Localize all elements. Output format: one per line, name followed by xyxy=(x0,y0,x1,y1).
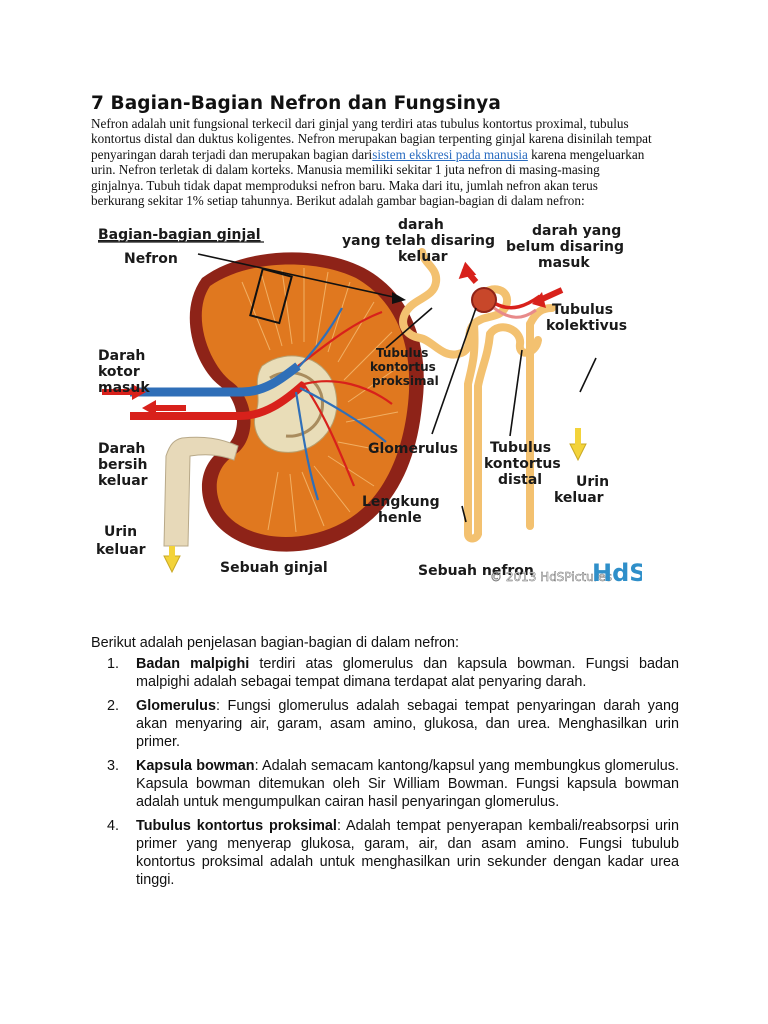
list-item-number: 4. xyxy=(107,817,119,835)
label-darah-disaring-3: keluar xyxy=(398,249,448,265)
label-darah-disaring-2: yang telah disaring xyxy=(342,233,495,249)
explanation-lead: Berikut adalah penjelasan bagian-bagian … xyxy=(91,635,459,651)
intro-line: urin. Nefron terletak di dalam korteks. … xyxy=(91,162,681,177)
list-item: 4. Tubulus kontortus proksimal: Adalah t… xyxy=(91,817,679,889)
list-item-term: Kapsula bowman xyxy=(136,758,255,774)
intro-line: ginjalnya. Tubuh tidak dapat memproduksi… xyxy=(91,178,681,193)
list-item-number: 2. xyxy=(107,697,119,715)
intro-line: Nefron adalah unit fungsional terkecil d… xyxy=(91,116,681,131)
list-item-term: Tubulus kontortus proksimal xyxy=(136,818,337,834)
list-item-body: Kapsula bowman: Adalah semacam kantong/k… xyxy=(136,757,679,811)
intro-line-with-link: penyaringan darah terjadi dan merupakan … xyxy=(91,147,681,162)
label-tubulus-proksimal-3: proksimal xyxy=(372,374,439,388)
label-urin-kanan-1: Urin xyxy=(576,474,609,490)
nephron-parts-list: 1. Badan malpighi terdiri atas glomerulu… xyxy=(91,655,679,895)
label-tubulus-kolektivus-1: Tubulus xyxy=(552,302,613,318)
label-darah-kotor-1: Darah xyxy=(98,348,145,364)
excretion-system-link[interactable]: sistem ekskresi pada manusia xyxy=(372,147,528,162)
figure-heading: Bagian-bagian ginjal xyxy=(98,227,261,243)
intro-line: berkurang sekitar 1% setiap tahunnya. Be… xyxy=(91,193,681,208)
label-tubulus-proksimal-1: Tubulus xyxy=(376,346,428,360)
label-nefron: Nefron xyxy=(124,251,178,267)
article-title: 7 Bagian-Bagian Nefron dan Fungsinya xyxy=(91,93,501,114)
label-darah-kotor-2: kotor xyxy=(98,364,140,380)
list-item-number: 1. xyxy=(107,655,119,673)
label-tubulus-distal-1: Tubulus xyxy=(490,440,551,456)
label-urin-kanan-2: keluar xyxy=(554,490,604,506)
list-item-body: Badan malpighi terdiri atas glomerulus d… xyxy=(136,655,679,691)
label-tubulus-distal-3: distal xyxy=(498,472,542,488)
nephron-figure: Bagian-bagian ginjal Nefron Darah kotor … xyxy=(92,216,642,590)
list-item-term: Glomerulus xyxy=(136,698,216,714)
intro-paragraph: Nefron adalah unit fungsional terkecil d… xyxy=(91,116,681,208)
label-darah-belum-1: darah yang xyxy=(532,223,621,239)
label-darah-bersih-2: bersih xyxy=(98,457,148,473)
label-darah-belum-2: belum disaring xyxy=(506,239,624,255)
label-lengkung-henle-1: Lengkung xyxy=(362,494,440,510)
list-item: 1. Badan malpighi terdiri atas glomerulu… xyxy=(91,655,679,691)
intro-line-text: penyaringan darah terjadi dan merupakan … xyxy=(91,147,372,162)
label-urin-kiri-1: Urin xyxy=(104,524,137,540)
list-item-text: : Fungsi glomerulus adalah sebagai tempa… xyxy=(136,698,679,750)
label-darah-bersih-1: Darah xyxy=(98,441,145,457)
list-item-body: Tubulus kontortus proksimal: Adalah temp… xyxy=(136,817,679,889)
nephron-illustration: Bagian-bagian ginjal Nefron Darah kotor … xyxy=(92,216,642,590)
list-item-number: 3. xyxy=(107,757,119,775)
intro-line: kontortus distal dan duktus koligentes. … xyxy=(91,131,681,146)
list-item: 3. Kapsula bowman: Adalah semacam kanton… xyxy=(91,757,679,811)
label-lengkung-henle-2: henle xyxy=(378,510,422,526)
label-darah-belum-3: masuk xyxy=(538,255,590,271)
label-darah-kotor-3: masuk xyxy=(98,380,150,396)
intro-line-tail: karena mengeluarkan xyxy=(528,147,644,162)
label-darah-bersih-3: keluar xyxy=(98,473,148,489)
label-sebuah-ginjal: Sebuah ginjal xyxy=(220,560,328,576)
label-tubulus-kolektivus-2: kolektivus xyxy=(546,318,627,334)
list-item-body: Glomerulus: Fungsi glomerulus adalah seb… xyxy=(136,697,679,751)
label-urin-kiri-2: keluar xyxy=(96,542,146,558)
list-item-term: Badan malpighi xyxy=(136,656,249,672)
hds-logo: HdS xyxy=(592,559,642,587)
label-darah-disaring-1: darah xyxy=(398,217,444,233)
list-item: 2. Glomerulus: Fungsi glomerulus adalah … xyxy=(91,697,679,751)
label-tubulus-distal-2: kontortus xyxy=(484,456,561,472)
label-tubulus-proksimal-2: kontortus xyxy=(370,360,436,374)
label-glomerulus: Glomerulus xyxy=(368,441,458,457)
